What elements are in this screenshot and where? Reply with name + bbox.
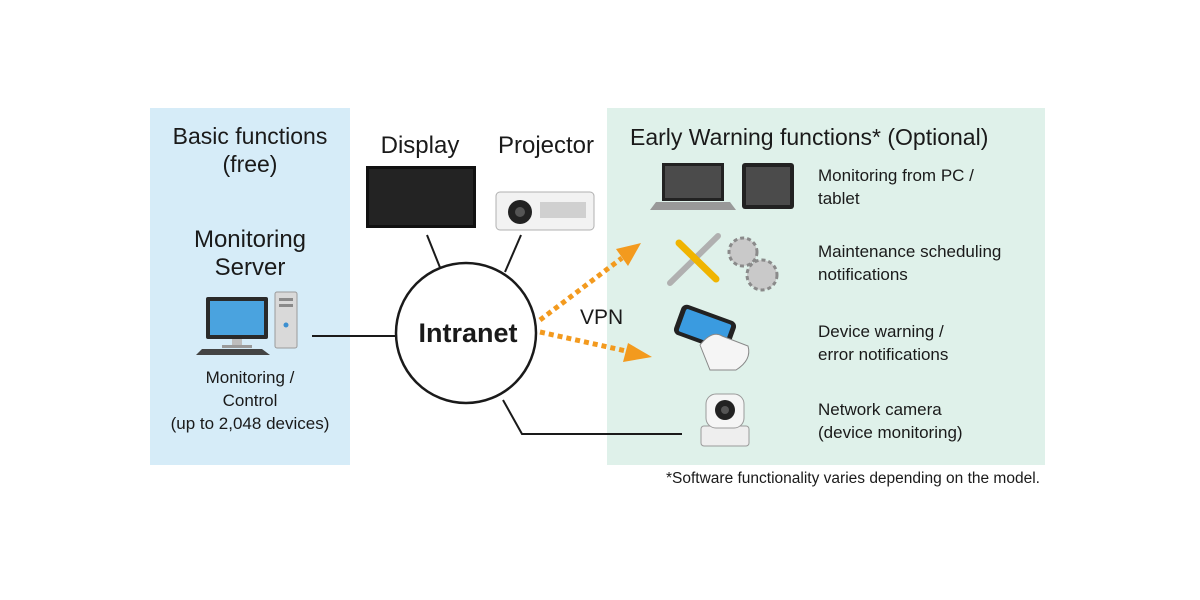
- server-label: Monitoring Server: [150, 226, 350, 282]
- basic-title-line2: (free): [222, 151, 278, 177]
- vpn-label: VPN: [580, 306, 624, 329]
- feature-device-warning: Device warning / error notifications: [818, 320, 948, 366]
- projector-icon: [495, 191, 595, 231]
- server-caption-line3: (up to 2,048 devices): [170, 414, 330, 433]
- server-label-line2: Server: [214, 254, 286, 281]
- server-caption-line2: Control: [222, 391, 278, 410]
- vpn-arrows: [538, 256, 627, 354]
- ptz-camera-icon: [700, 393, 750, 447]
- camera-link: [502, 399, 682, 435]
- tools-gears-icon: [667, 233, 779, 292]
- feature-1-line1: Monitoring from PC /: [818, 166, 974, 185]
- feature-4-line2: (device monitoring): [818, 423, 963, 442]
- feature-2-line1: Maintenance scheduling: [818, 242, 1002, 261]
- early-warning-title: Early Warning functions* (Optional): [630, 124, 989, 150]
- server-caption: Monitoring / Control (up to 2,048 device…: [150, 366, 350, 435]
- intranet-label: Intranet: [418, 318, 518, 348]
- server-label-line1: Monitoring: [193, 226, 307, 253]
- display-link: [426, 234, 442, 271]
- footnote: *Software functionality varies depending…: [666, 470, 1040, 487]
- display-icon: [366, 166, 476, 228]
- laptop-tablet-icon: [650, 163, 794, 210]
- feature-maintenance: Maintenance scheduling notifications: [818, 240, 1001, 286]
- feature-2-line2: notifications: [818, 265, 908, 284]
- smartphone-hand-icon: [673, 304, 750, 371]
- feature-network-camera: Network camera (device monitoring): [818, 398, 963, 444]
- server-caption-line1: Monitoring /: [205, 368, 295, 387]
- display-label: Display: [380, 132, 460, 159]
- projector-label: Projector: [497, 132, 595, 159]
- vpn-arrowhead-up: [616, 243, 641, 266]
- basic-title-line1: Basic functions: [172, 123, 328, 149]
- projector-link: [504, 234, 522, 273]
- feature-3-line1: Device warning /: [818, 322, 944, 341]
- basic-functions-title: Basic functions (free): [150, 122, 350, 178]
- vpn-arrowhead-down: [623, 343, 652, 362]
- feature-1-line2: tablet: [818, 189, 860, 208]
- vpn-arrow-up: [538, 256, 624, 322]
- feature-pc-tablet: Monitoring from PC / tablet: [818, 164, 974, 210]
- vpn-arrow-down: [539, 329, 627, 354]
- feature-3-line2: error notifications: [818, 345, 949, 364]
- feature-4-line1: Network camera: [818, 400, 942, 419]
- basic-functions-panel: [150, 108, 350, 465]
- intranet-node: [394, 261, 538, 405]
- server-pc-icon: [196, 291, 298, 355]
